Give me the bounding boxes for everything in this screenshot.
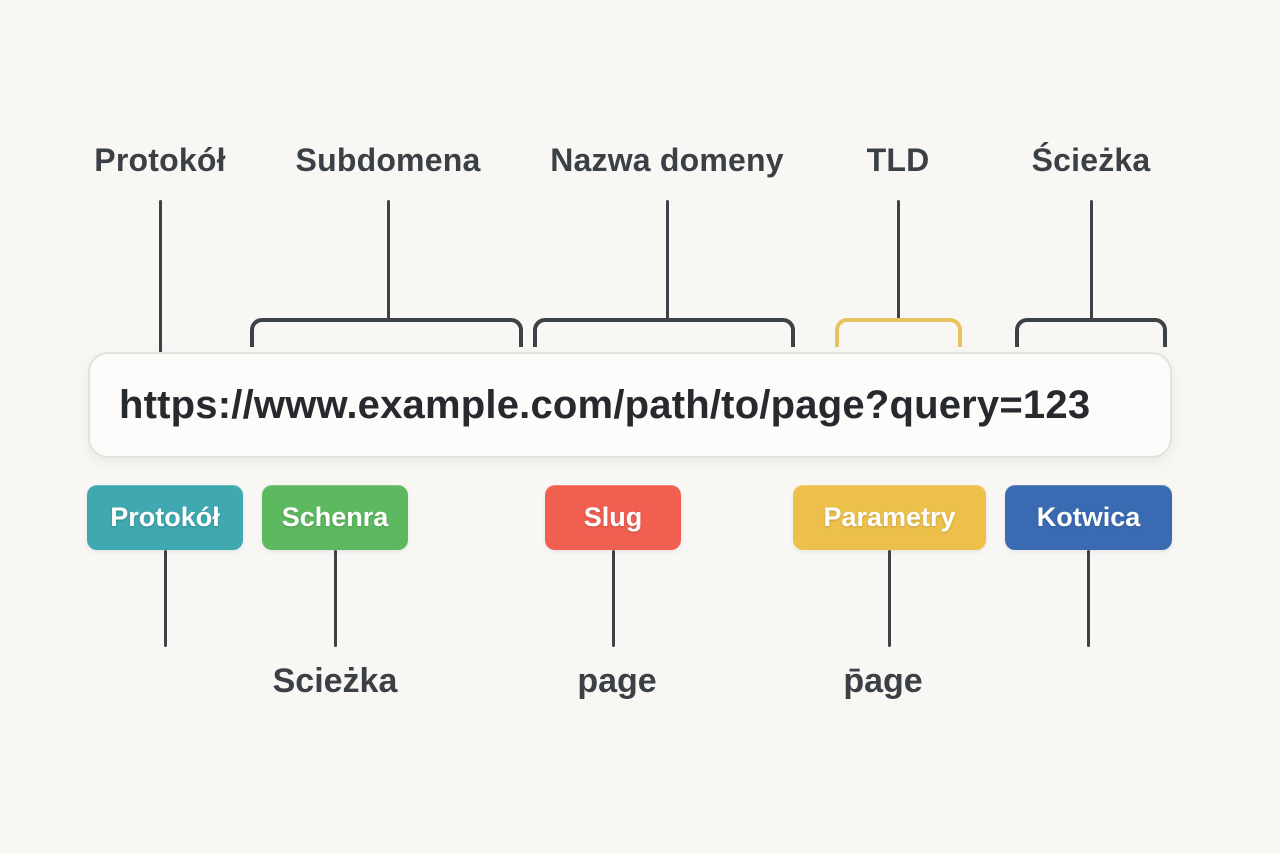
connector-tld bbox=[897, 200, 900, 319]
badge-slug: Slug bbox=[545, 485, 681, 550]
badge-parametry: Parametry bbox=[793, 485, 986, 550]
connector-subdomena bbox=[387, 200, 390, 319]
bottom-label-sciezka: Scieżka bbox=[272, 662, 398, 700]
bracket-nazwa-domeny bbox=[533, 318, 795, 347]
stem-protokol bbox=[164, 550, 167, 647]
bottom-label-page-2: p̄age bbox=[843, 662, 923, 700]
top-label-sciezka: Ścieżka bbox=[1031, 142, 1151, 178]
stem-parametry bbox=[888, 550, 891, 647]
bottom-label-page-1: page bbox=[577, 662, 657, 700]
bracket-subdomena bbox=[250, 318, 523, 347]
connector-protokol bbox=[159, 200, 162, 353]
stem-schema bbox=[334, 550, 337, 647]
badge-kotwica: Kotwica bbox=[1005, 485, 1172, 550]
top-label-tld: TLD bbox=[866, 142, 930, 178]
stem-slug bbox=[612, 550, 615, 647]
badge-schema: Schenra bbox=[262, 485, 408, 550]
top-label-nazwa-domeny: Nazwa domeny bbox=[550, 142, 784, 178]
url-text: https://www.example.com/path/to/page?que… bbox=[119, 382, 1091, 427]
top-label-protokol: Protokół bbox=[94, 142, 226, 178]
connector-sciezka bbox=[1090, 200, 1093, 319]
bracket-tld bbox=[835, 318, 962, 347]
stem-kotwica bbox=[1087, 550, 1090, 647]
badge-protokol: Protokół bbox=[87, 485, 243, 550]
bracket-sciezka bbox=[1015, 318, 1167, 347]
url-bar: https://www.example.com/path/to/page?que… bbox=[88, 352, 1172, 458]
connector-nazwa-domeny bbox=[666, 200, 669, 319]
top-label-subdomena: Subdomena bbox=[295, 142, 481, 178]
